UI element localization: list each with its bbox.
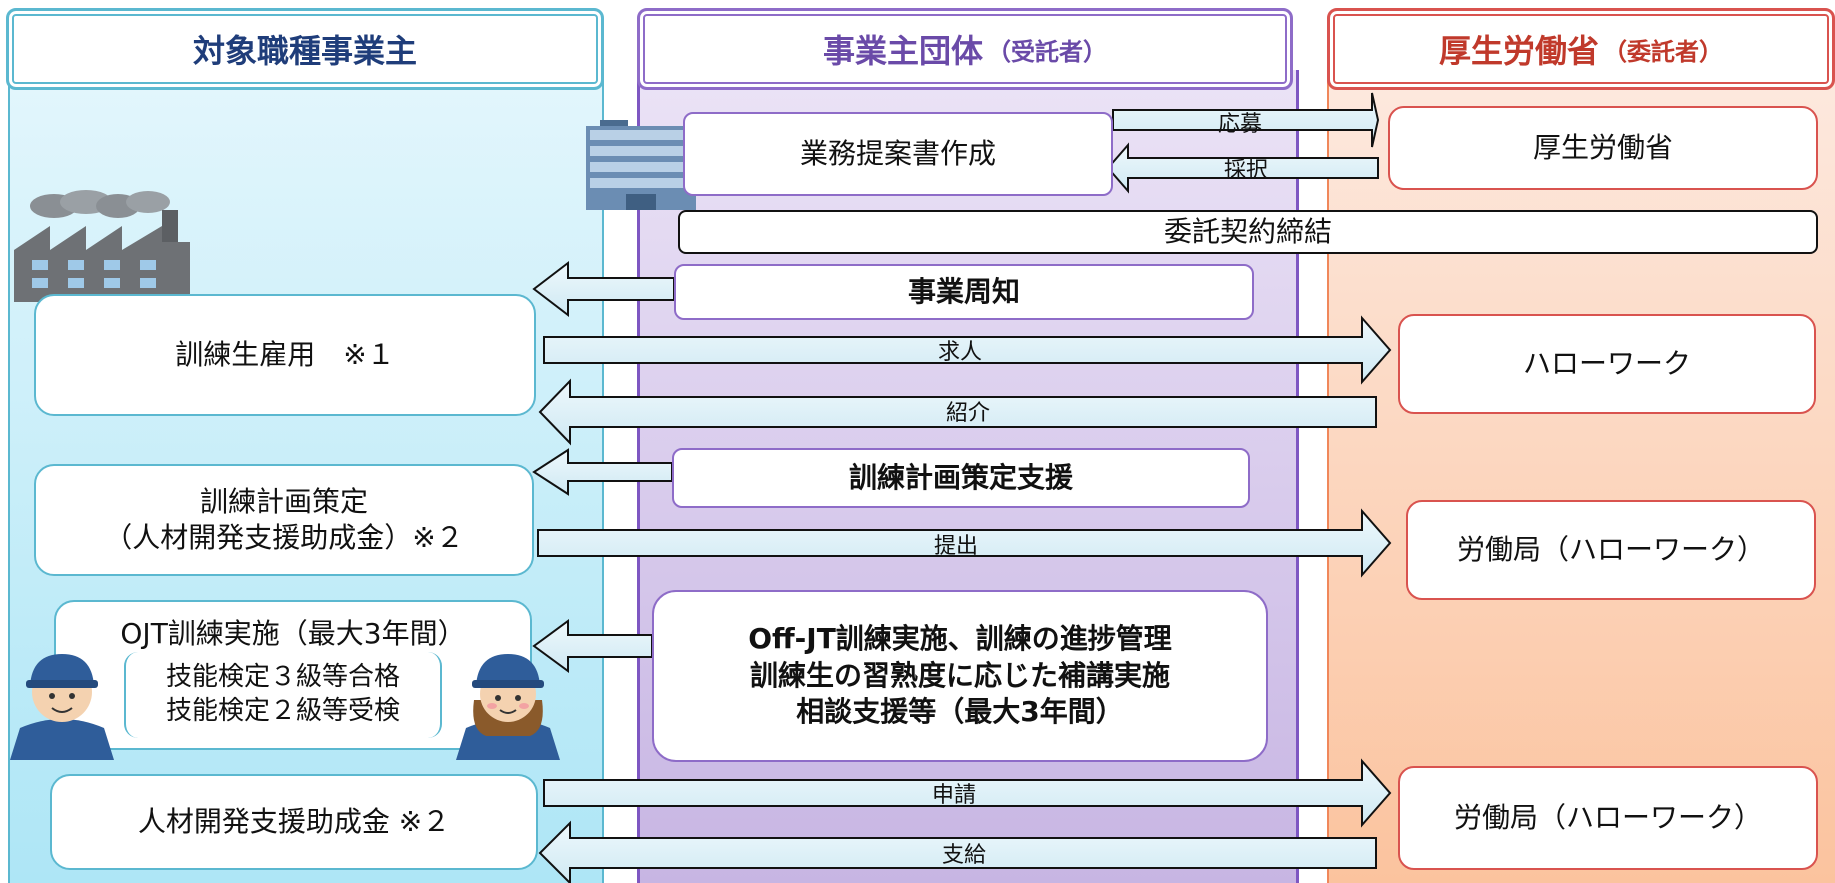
arrow-label-referral: 紹介 <box>945 401 990 426</box>
header-association: 事業主団体（受託者） <box>637 8 1293 90</box>
arrow-job-offer-shape <box>543 315 1392 385</box>
bureau-box-subsidy: 労働局（ハローワーク） <box>1398 766 1818 870</box>
column-ministry <box>1327 70 1835 883</box>
offjt-box: Off-JT訓練実施、訓練の進捗管理 訓練生の習熟度に応じた補講実施 相談支援等… <box>652 590 1268 762</box>
subsidy-box: 人材開発支援助成金 ※２ <box>50 774 538 870</box>
arrow-application-shape <box>543 758 1392 828</box>
arrow-label-payment: 支給 <box>941 843 986 868</box>
office-building-icon <box>586 120 696 210</box>
arrow-offjt-shape <box>532 619 653 673</box>
mhlw-box: 厚生労働省 <box>1388 106 1818 190</box>
arrow-adopt-shape <box>1106 142 1379 194</box>
trainee-hire-box: 訓練生雇用 ※１ <box>34 294 536 416</box>
plan-support-box: 訓練計画策定支援 <box>672 448 1250 508</box>
ojt-goals: 技能検定３級等合格 技能検定２級等受検 <box>124 652 442 738</box>
contract-box: 委託契約締結 <box>678 210 1818 254</box>
arrow-label-adopt: 採択 <box>1223 158 1268 183</box>
arrow-announce-shape <box>532 260 675 318</box>
arrow-payment-shape <box>538 820 1377 883</box>
arrow-label-job-offer: 求人 <box>937 340 982 365</box>
arrow-submit-shape <box>537 508 1392 578</box>
worker-male-icon <box>0 640 124 760</box>
hellowork-box: ハローワーク <box>1398 314 1816 414</box>
bureau-box-submit: 労働局（ハローワーク） <box>1406 500 1816 600</box>
arrow-label-application: 申請 <box>931 783 976 808</box>
header-employer: 対象職種事業主 <box>6 8 604 90</box>
proposal-box: 業務提案書作成 <box>683 112 1113 196</box>
arrow-label-submit: 提出 <box>933 534 978 559</box>
arrow-apply-shape <box>1112 92 1380 148</box>
factory-icon <box>14 190 194 302</box>
arrow-label-apply: 応募 <box>1217 112 1262 137</box>
arrow-plan-support-shape <box>532 448 673 496</box>
announce-box: 事業周知 <box>674 264 1254 320</box>
training-plan-box: 訓練計画策定 （人材開発支援助成金）※２ <box>34 464 534 576</box>
arrow-referral-shape <box>538 378 1377 446</box>
header-ministry: 厚生労働省（委託者） <box>1327 8 1835 90</box>
worker-female-icon <box>446 640 570 760</box>
